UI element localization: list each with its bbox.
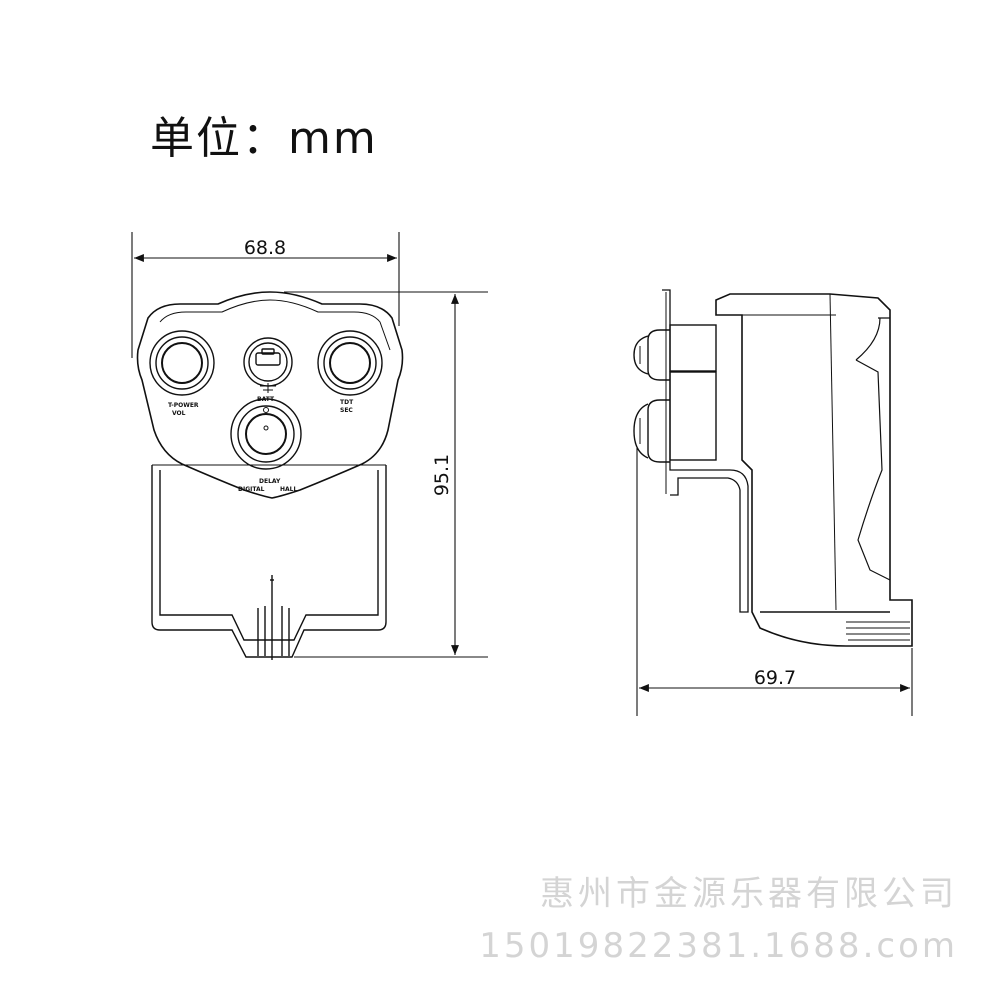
- side-knob-upper: [633, 324, 717, 381]
- side-body: [715, 293, 913, 647]
- dim-front-width: [131, 232, 400, 358]
- side-view: [633, 289, 913, 647]
- dim-side-depth-label: 69.7: [754, 667, 796, 689]
- watermark-site: 15019822381.1688.com: [479, 926, 958, 966]
- front-panel-labels: T-POWER VOL BATT TDT SEC DELAY DIGITAL H…: [168, 396, 354, 493]
- front-bracket: [151, 465, 387, 658]
- label-delay: DELAY: [259, 478, 281, 485]
- knob-left: [149, 330, 215, 396]
- dim-front-height-label: 95.1: [431, 454, 453, 496]
- battery-indicator: [243, 337, 293, 393]
- dim-side-depth: [636, 448, 913, 716]
- front-view: [136, 291, 404, 660]
- dim-front-width-label: 68.8: [244, 237, 286, 259]
- label-batt: BATT: [257, 396, 275, 403]
- dim-front-height: [284, 291, 488, 658]
- knob-right: [317, 330, 383, 396]
- label-sec: SEC: [340, 407, 353, 414]
- label-digital: DIGITAL: [238, 486, 265, 493]
- side-bracket: [662, 289, 749, 613]
- label-vol: VOL: [172, 410, 186, 417]
- label-power: T-POWER: [168, 402, 199, 409]
- watermark-company: 惠州市金源乐器有限公司: [540, 874, 958, 914]
- knob-center: [230, 398, 302, 470]
- label-hall: HALL: [280, 486, 297, 493]
- unit-label: 单位：mm: [150, 113, 378, 164]
- side-knob-lower: [633, 371, 717, 463]
- label-tdt: TDT: [340, 399, 354, 406]
- front-panel: [136, 291, 404, 499]
